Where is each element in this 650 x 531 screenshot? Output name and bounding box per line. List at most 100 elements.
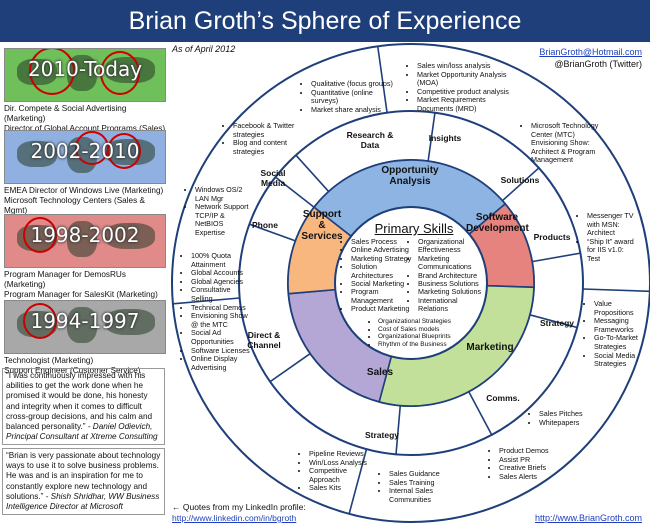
world-map-icon: 2002-2010 (4, 130, 166, 184)
list-item: Pipeline Reviews (309, 449, 370, 459)
list-item: Sales Process (351, 237, 415, 246)
outer-comms-list: Sales PitchesWhitepapers (530, 409, 610, 428)
sector-opportunity-label: Opportunity Analysis (381, 165, 439, 187)
list-item: Creative Briefs (499, 464, 570, 473)
primary-skills-extra: Organizational StrategiesCost of Sales m… (370, 318, 451, 348)
quotes-note: ← Quotes from my LinkedIn profile: (172, 502, 306, 512)
list-item: Online Display Advertising (191, 354, 254, 372)
list-item: Sales win/loss analysis (417, 61, 518, 71)
list-item: Messaging Frameworks (594, 316, 645, 334)
list-item: Product Marketing (351, 304, 415, 313)
ring-divider (529, 314, 578, 329)
list-item: Organizational Strategies (378, 318, 451, 326)
list-item: Network Support TCP/IP & NetBIOS Experti… (195, 202, 252, 237)
outer-sales-guidance-list: Sales GuidanceSales TrainingInternal Sal… (380, 469, 460, 504)
list-item: Business Solutions (418, 279, 484, 288)
list-item: “Ship It” award for IIS v1.0: Test (587, 237, 638, 264)
sector-marketing-label: Marketing (466, 342, 514, 353)
list-item: Whitepapers (539, 418, 610, 428)
career-timeline: 2010-Today Dir. Compete & Social Adverti… (0, 42, 170, 531)
ring-divider (249, 223, 296, 242)
era-years: 1998-2002 (30, 223, 140, 247)
linkedin-link[interactable]: http://www.linkedin.com/in/bgroth (172, 513, 297, 523)
world-map-icon: 1998-2002 (4, 214, 166, 268)
ring-products-label: Products (533, 232, 571, 242)
ring-social-label: Social Media (260, 168, 286, 188)
email-link[interactable]: BrianGroth@Hotmail.com (539, 47, 642, 57)
ring-insights-label: Insights (428, 133, 462, 143)
outer-strategy-list: Value PropositionsMessaging FrameworksGo… (585, 299, 645, 369)
list-item: Assist PR (499, 455, 570, 465)
list-item: Envisioning Show @ the MTC (191, 311, 254, 329)
twitter-handle: @BrianGroth (Twitter) (554, 59, 642, 69)
ring-phone-label: Phone (252, 220, 278, 230)
outer-social-list: Facebook & Twitter strategiesBlog and co… (224, 121, 300, 156)
list-item: Facebook & Twitter strategies (233, 121, 300, 139)
list-item: 100% Quota Attainment (191, 251, 254, 269)
ring-divider (295, 154, 330, 193)
quote-author: - Daniel Odievich, Principal Consultant … (6, 422, 158, 442)
sector-sales-label: Sales (366, 367, 394, 378)
list-item: Messenger TV with MSN: Architect (587, 211, 638, 238)
list-item: Sales Guidance (389, 469, 460, 479)
era-role: EMEA Director of Windows Live (Marketing… (4, 186, 164, 195)
outer-insights-list: Sales win/loss analysisMarket Opportunit… (408, 61, 518, 114)
list-item: Windows OS/2 LAN Mgr (195, 185, 252, 203)
list-item: Go-To-Market Strategies (594, 334, 645, 351)
era-role: Program Manager for DemosRUs (Marketing) (4, 270, 126, 289)
list-item: Cost of Sales models (378, 326, 451, 334)
primary-skills-right: Organizational EffectivenessMarketing Co… (410, 237, 484, 314)
list-item: Win/Loss Analysis (309, 458, 370, 468)
quote-shridhar: “Brian is very passionate about technolo… (2, 448, 165, 516)
website-link[interactable]: http://www.BrianGroth.com (534, 513, 642, 523)
ring-divider (531, 252, 581, 263)
linkedin-note: ← Quotes from my LinkedIn profile: http:… (172, 502, 306, 524)
outer-direct-channel-list: 100% Quota AttainmentGlobal AccountsGlob… (182, 251, 254, 372)
era-years: 2002-2010 (30, 139, 140, 163)
ring-divider (501, 167, 540, 202)
list-item: Marketing Strategy (351, 254, 415, 263)
as-of-date: As of April 2012 (172, 44, 236, 54)
list-item: Sales Kits (309, 484, 370, 493)
list-item: Competitive product analysis (417, 87, 518, 97)
era-role: Support Engineer (Customer Service) (4, 366, 141, 375)
list-item: Qualitative (focus groups) (311, 79, 402, 89)
ring-divider (468, 391, 493, 436)
era-years: 1994-1997 (30, 309, 140, 333)
outer-research-list: Qualitative (focus groups)Quantitative (… (302, 79, 402, 114)
list-item: Competitive Approach (309, 466, 370, 484)
era-role: Microsoft Technology Centers (Sales & Mg… (4, 196, 145, 215)
list-item: Market Requirements Documents (MRD) (417, 96, 518, 113)
list-item: Marketing Communications (418, 254, 484, 272)
ring-strategy-bottom-label: Strategy (364, 430, 399, 440)
ring-divider (274, 176, 315, 208)
era-role: Director of Global Account Programs (Sal… (4, 124, 166, 133)
outer-divider (582, 288, 650, 293)
primary-skills-title: Primary Skills (374, 221, 454, 236)
ring-divider (395, 405, 402, 455)
outer-products-list: Messenger TV with MSN: Architect“Ship It… (578, 211, 638, 264)
list-item: Sales Pitches (539, 409, 610, 419)
list-item: Blog and content strategies (233, 138, 300, 156)
core-circle (334, 206, 488, 360)
ring-research-label: Research & Data (346, 130, 394, 150)
quote-author: - Shish Shridhar, WW Business Intelligen… (6, 491, 160, 512)
era-role: Dir. Compete & Social Advertising (Marke… (4, 104, 127, 123)
list-item: Program Management (351, 288, 415, 305)
quote-text: “Brian is very passionate about technolo… (6, 451, 161, 501)
outer-divider (348, 448, 368, 515)
list-item: Solution Architectures (351, 263, 415, 280)
era-2002: 2002-2010 EMEA Director of Windows Live … (4, 130, 166, 216)
list-item: Brand Architecture (418, 271, 484, 280)
world-map-icon: 2010-Today (4, 48, 166, 102)
quote-text: “I was continuously impressed with his a… (6, 371, 153, 432)
outer-divider (376, 46, 388, 113)
list-item: Value Propositions (594, 299, 645, 317)
list-item: Social Marketing (351, 279, 415, 288)
ring-solutions-label: Solutions (500, 175, 540, 185)
ring-spokes (172, 46, 650, 515)
list-item: Online Advertising (351, 245, 415, 254)
era-years: 2010-Today (27, 57, 143, 81)
list-item: Software Licenses (191, 346, 254, 356)
list-item: Market Opportunity Analysis (MOA) (417, 70, 518, 88)
